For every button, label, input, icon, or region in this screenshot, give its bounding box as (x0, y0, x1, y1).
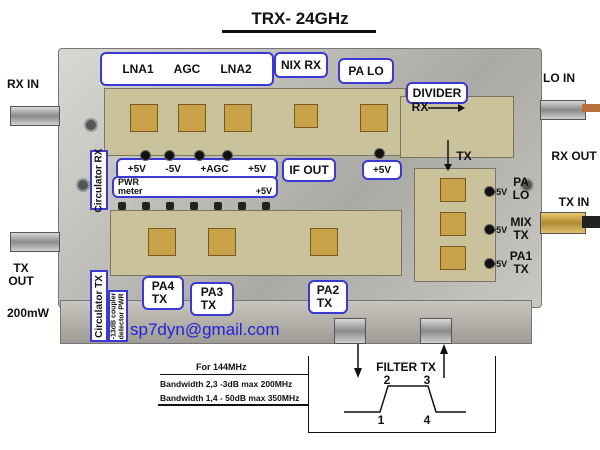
supply-pin (374, 148, 385, 159)
if-out-box: IF OUT (282, 158, 336, 182)
supply-pin (484, 186, 495, 197)
supply-pin (194, 150, 205, 161)
chip-mix-tx (440, 212, 466, 236)
mix-tx-label: MIX TX (510, 215, 532, 242)
v-pa-lo: +5V (490, 187, 508, 197)
filter-bw1: Bandwidth 2,3 -3dB max 200MHz (160, 379, 293, 389)
email-label: sp7dyn@gmail.com (130, 320, 280, 339)
lna1-label: LNA1 (122, 62, 154, 76)
lna2-label: LNA2 (220, 62, 252, 76)
rx-in-label: RX IN (6, 77, 39, 91)
v-mix: +5V (490, 225, 508, 235)
agc-label: AGC (173, 62, 201, 76)
filter-point-3: 3 (423, 373, 431, 387)
filter-arrows (354, 344, 448, 378)
mount-hole (84, 118, 98, 132)
coupler-label: -13dB coupler detector PWR (110, 292, 125, 340)
filter-bw2: Bandwidth 1,4 - 50dB max 350MHz (160, 393, 300, 403)
feedthrough (142, 202, 150, 210)
chip-pa4 (148, 228, 176, 256)
feedthrough (118, 202, 126, 210)
filter-point-4: 4 (423, 413, 431, 427)
sma-connector-rx-in (10, 106, 60, 126)
circulator-tx-box: Circulator TX (90, 270, 108, 342)
pa2-box: PA2 TX (308, 280, 348, 314)
rx-arrow-label: RX (411, 100, 429, 114)
pa3-box: PA3 TX (190, 282, 234, 316)
feedthrough (166, 202, 174, 210)
sma-connector-filter-1 (334, 318, 366, 344)
filter-info-box (158, 356, 308, 406)
supply-pin (484, 258, 495, 269)
sma-connector-tx-out (10, 232, 60, 252)
pwr-meter-label: PWR meter (118, 177, 143, 196)
rx-out-label: RX OUT (551, 149, 597, 163)
coupler-box: -13dB coupler detector PWR (108, 290, 128, 342)
sma-connector-lo-in (540, 100, 586, 120)
sma-connector-tx-in (540, 212, 586, 234)
supply-pin (164, 150, 175, 161)
supply-pin (140, 150, 151, 161)
pa-lo-right-label: PA LO (512, 175, 530, 202)
title-underline (222, 30, 376, 33)
filter-response-curve (344, 385, 466, 413)
tx-arrow-label: TX (456, 149, 472, 163)
chip-agc (178, 104, 206, 132)
circulator-rx-label: Circulator RX (93, 148, 105, 212)
tx-arrow (444, 140, 452, 171)
tx-in-label: TX IN (558, 195, 590, 209)
rx-chain-box: LNA1 AGC LNA2 (100, 52, 274, 86)
filter-frame (308, 356, 496, 433)
filter-point-2: 2 (383, 373, 391, 387)
feedthrough (214, 202, 222, 210)
v-agc: +AGC (200, 163, 229, 175)
coax-cable-tx-in (582, 216, 600, 228)
mount-hole (76, 178, 90, 192)
chip-lna2 (224, 104, 252, 132)
if-out-supply-box: +5V (362, 160, 402, 180)
sma-connector-filter-2 (420, 318, 452, 344)
v-plus5-b: +5V (248, 163, 267, 175)
feedthrough (190, 202, 198, 210)
chip-lna1 (130, 104, 158, 132)
v-plus5-a: +5V (127, 163, 146, 175)
chip-pa-lo-right (440, 178, 466, 202)
filter-title: FILTER TX (376, 360, 436, 374)
pcb-lo-chain (400, 96, 514, 158)
supply-pin (222, 150, 233, 161)
pa-lo-top-box: PA LO (338, 58, 394, 84)
mount-hole (520, 178, 534, 192)
v-minus5-a: -5V (165, 163, 181, 175)
lo-in-label: LO IN (543, 71, 575, 85)
v-pa1: +5V (490, 259, 508, 269)
pwr-meter-box: PWR meter +5V (112, 176, 278, 198)
feedthrough (262, 202, 270, 210)
chip-pa1 (440, 246, 466, 270)
chip-pa-lo (360, 104, 388, 132)
chip-pa3 (208, 228, 236, 256)
pwr-supply-label: +5V (255, 186, 272, 196)
tx-out-label: TX OUT (8, 261, 34, 288)
pa1-tx-label: PA1 TX (509, 249, 533, 276)
filter-for-label: For 144MHz (196, 362, 247, 372)
power-label: 200mW (6, 306, 50, 320)
circulator-rx-box: Circulator RX (90, 148, 108, 212)
coax-cable-lo-in (582, 104, 600, 112)
enclosure-bottom-lip (60, 300, 532, 344)
nix-rx-box: NIX RX (274, 52, 328, 78)
feedthrough (238, 202, 246, 210)
circulator-tx-label: Circulator TX (93, 274, 105, 338)
filter-point-1: 1 (377, 413, 385, 427)
supply-pin (484, 224, 495, 235)
page-title: TRX- 24GHz (251, 9, 349, 28)
divider-box: DIVIDER (406, 82, 468, 104)
chip-nix (294, 104, 318, 128)
pa4-box: PA4 TX (142, 276, 184, 310)
filter-for-underline (160, 374, 308, 375)
chip-pa2 (310, 228, 338, 256)
rx-arrow (428, 104, 465, 112)
